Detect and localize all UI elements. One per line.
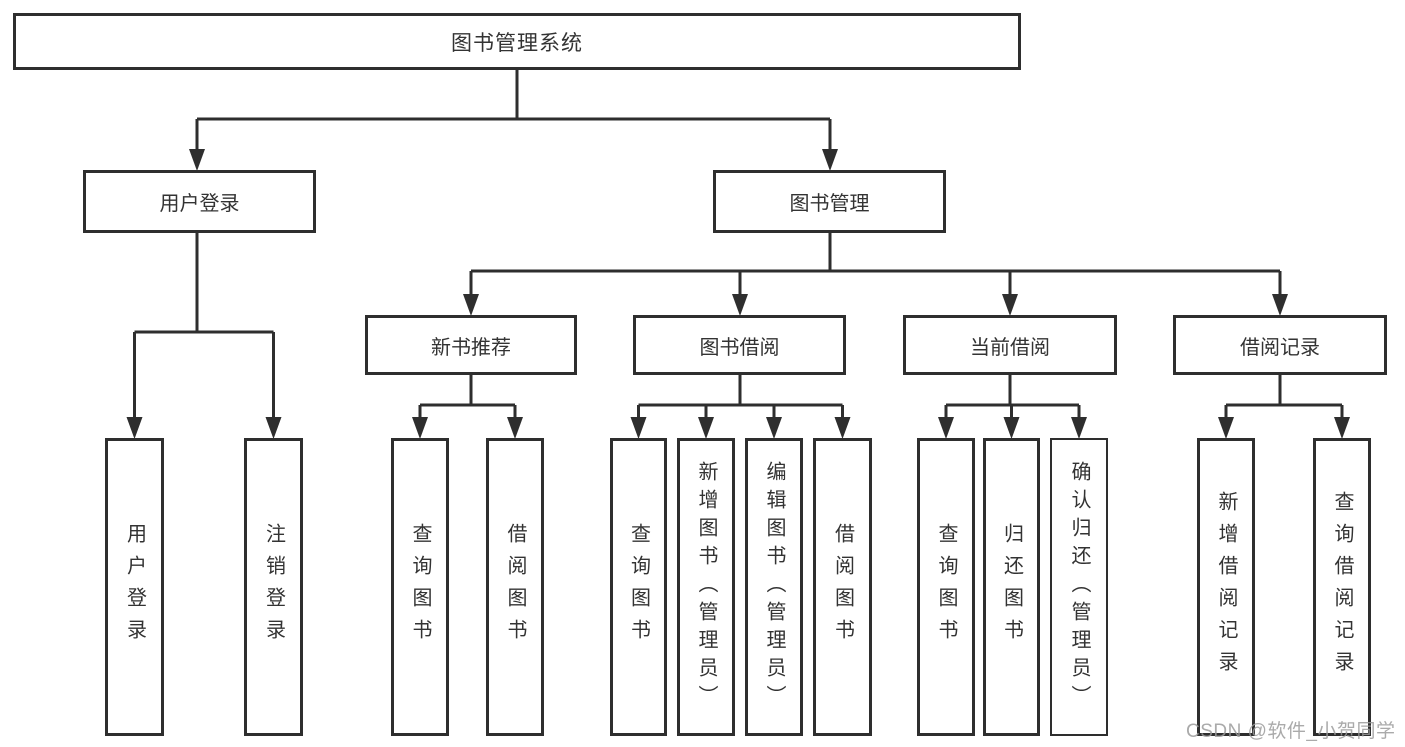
node-label: 查询借阅记录 [1331, 491, 1353, 683]
node-label: 图书借阅 [699, 336, 780, 359]
node-label: 新书推荐 [431, 336, 511, 359]
node-label: 借阅记录 [1240, 336, 1320, 359]
node-current-borrowing: 当前借阅 [903, 315, 1117, 375]
node-label: 查询图书 [627, 523, 650, 651]
leaf-current-confirm-return-admin: 确认归还（管理员） [1050, 438, 1108, 736]
node-borrow-records: 借阅记录 [1173, 315, 1387, 375]
node-label: 借阅图书 [504, 523, 526, 651]
leaf-borrowing-borrow-books: 借阅图书 [813, 438, 872, 736]
node-label: 编辑图书（管理员） [763, 461, 785, 713]
node-user-login: 用户登录 [83, 170, 316, 233]
node-label: 查询图书 [409, 523, 431, 651]
node-label: 注销登录 [262, 523, 285, 651]
node-book-management: 图书管理 [713, 170, 946, 233]
node-label: 查询图书 [935, 523, 957, 651]
leaf-logout: 注销登录 [244, 438, 303, 736]
node-label: 新增借阅记录 [1215, 491, 1237, 683]
leaf-user-login: 用户登录 [105, 438, 164, 736]
node-library-management-system: 图书管理系统 [13, 13, 1021, 70]
leaf-recommend-query-books: 查询图书 [391, 438, 449, 736]
node-label: 新增图书（管理员） [695, 461, 717, 713]
leaf-borrowing-add-books-admin: 新增图书（管理员） [677, 438, 735, 736]
leaf-current-return-books: 归还图书 [983, 438, 1040, 736]
csdn-watermark: CSDN @软件_小贺同学 [1186, 721, 1396, 742]
leaf-borrowing-edit-books-admin: 编辑图书（管理员） [745, 438, 803, 736]
node-book-borrowing: 图书借阅 [633, 315, 846, 375]
node-label: 图书管理 [789, 193, 870, 215]
node-label: 借阅图书 [831, 523, 854, 651]
leaf-recommend-borrow-books: 借阅图书 [486, 438, 544, 736]
node-label: 确认归还（管理员） [1068, 461, 1090, 713]
leaf-records-query-record: 查询借阅记录 [1313, 438, 1371, 736]
node-label: 当前借阅 [970, 336, 1050, 359]
node-label: 用户登录 [159, 193, 240, 215]
leaf-records-add-record: 新增借阅记录 [1197, 438, 1255, 736]
node-label: 图书管理系统 [451, 31, 583, 55]
leaf-current-query-books: 查询图书 [917, 438, 975, 736]
leaf-borrowing-query-books: 查询图书 [610, 438, 667, 736]
node-new-book-recommend: 新书推荐 [365, 315, 577, 375]
node-label: 归还图书 [1000, 523, 1023, 651]
node-label: 用户登录 [123, 523, 146, 651]
